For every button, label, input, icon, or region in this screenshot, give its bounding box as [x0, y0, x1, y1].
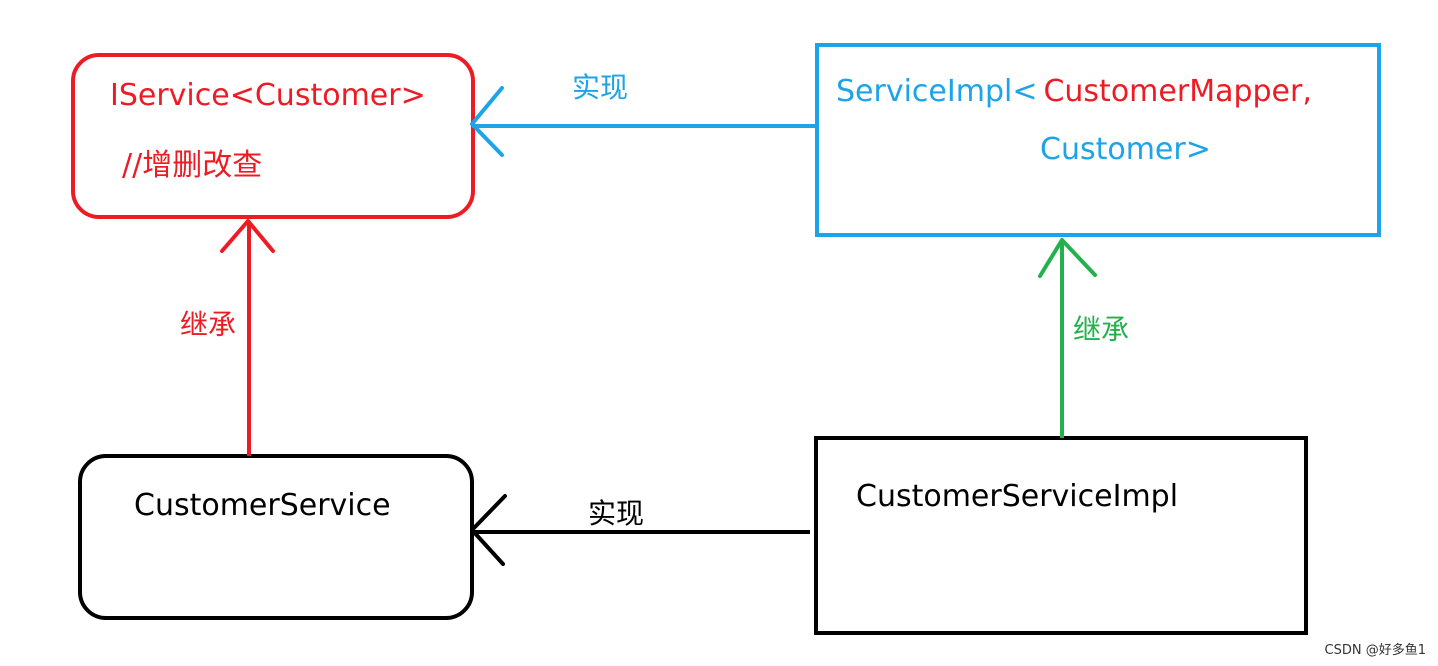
edge-right-inherit-label: 继承 — [1073, 313, 1129, 346]
edge-left-inherit: 继承 — [180, 219, 275, 456]
customer-service-impl-box — [814, 436, 1308, 635]
edge-top-implement-arrowhead — [470, 86, 504, 157]
iservice-title: IService<Customer> — [110, 78, 426, 113]
service-impl-title: ServiceImpl<CustomerMapper, — [836, 74, 1312, 109]
service-impl-entity: Customer> — [1040, 132, 1211, 167]
edge-right-inherit-arrowhead — [1038, 238, 1097, 278]
service-impl-box — [815, 43, 1381, 237]
edge-left-inherit-label: 继承 — [180, 308, 236, 341]
edge-left-inherit-arrowhead — [220, 219, 275, 253]
edge-top-implement: 实现 — [470, 71, 817, 157]
edge-bottom-implement-arrowhead — [470, 494, 507, 566]
customer-service-impl-title: CustomerServiceImpl — [856, 479, 1178, 514]
edge-top-implement-label: 实现 — [572, 71, 628, 104]
customer-service-box — [78, 454, 474, 620]
iservice-comment: //增删改查 — [122, 148, 262, 183]
edge-right-inherit: 继承 — [1038, 238, 1129, 438]
iservice-box — [71, 53, 475, 219]
service-impl-prefix: ServiceImpl< — [836, 74, 1037, 109]
edge-bottom-implement: 实现 — [470, 494, 810, 566]
watermark: CSDN @好多鱼1 — [1324, 643, 1426, 658]
service-impl-mapper: CustomerMapper, — [1043, 74, 1311, 109]
edge-bottom-implement-label: 实现 — [588, 497, 644, 530]
customer-service-title: CustomerService — [134, 488, 391, 523]
